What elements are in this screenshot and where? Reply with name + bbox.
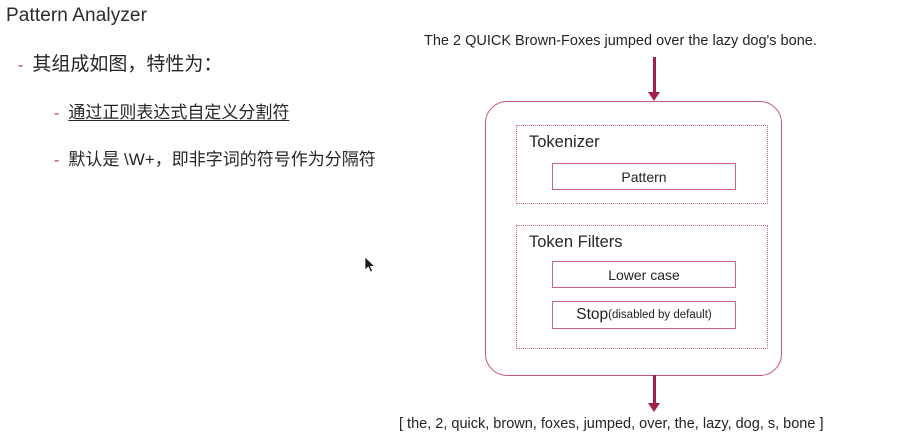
bullet-dash-icon: - xyxy=(18,57,24,74)
outline-bullet-level1: - 其组成如图，特性为： xyxy=(18,52,222,78)
token-filter-item-stop-label: Stop xyxy=(576,306,609,323)
down-arrow-icon-top xyxy=(646,57,662,102)
outline-bullet-level2-default-label: 默认是 \W+，即非字词的符号作为分隔符 xyxy=(68,150,376,169)
bullet-dash-icon: - xyxy=(54,105,60,122)
token-filter-item-stop-note: (disabled by default) xyxy=(608,309,712,321)
diagram-input-text: The 2 QUICK Brown-Foxes jumped over the … xyxy=(424,33,817,49)
outline-bullet-level2-regex: - 通过正则表达式自定义分割符 xyxy=(54,101,289,125)
mouse-pointer-icon xyxy=(365,257,376,273)
token-filters-group-label: Token Filters xyxy=(529,233,623,251)
token-filter-item-stop: Stop(disabled by default) xyxy=(552,301,736,329)
bullet-dash-icon: - xyxy=(54,152,60,169)
outline-bullet-level2-regex-label: 通过正则表达式自定义分割符 xyxy=(68,103,290,122)
down-arrow-icon-bottom xyxy=(646,375,662,415)
token-filter-item-lowercase: Lower case xyxy=(552,261,736,288)
arrow-head xyxy=(647,92,660,101)
diagram-output-text: [ the, 2, quick, brown, foxes, jumped, o… xyxy=(399,416,824,432)
outline-bullet-level1-label: 其组成如图，特性为： xyxy=(32,54,223,75)
outline-bullet-level2-default: - 默认是 \W+，即非字词的符号作为分隔符 xyxy=(54,148,376,172)
page-title: Pattern Analyzer xyxy=(6,5,148,26)
tokenizer-item-pattern: Pattern xyxy=(552,163,736,190)
arrow-shaft xyxy=(653,375,656,405)
arrow-shaft xyxy=(653,57,656,94)
arrow-head xyxy=(647,403,660,412)
tokenizer-group-label: Tokenizer xyxy=(529,133,600,151)
